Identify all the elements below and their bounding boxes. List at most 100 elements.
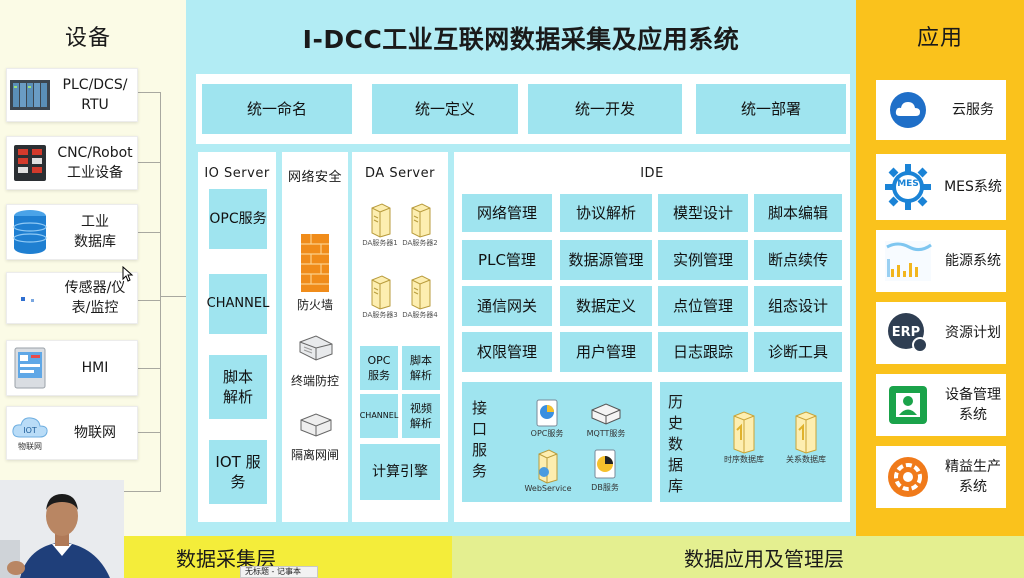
application-panel: 应用 云服务 MES MES系统: [856, 0, 1024, 536]
io-opc-service[interactable]: OPC服务: [209, 189, 267, 249]
unified-definition[interactable]: 统一定义: [372, 84, 518, 134]
device-card-hmi[interactable]: HMI: [6, 340, 138, 396]
unified-deployment[interactable]: 统一部署: [696, 84, 846, 134]
terminal-control-label: 终端防控: [290, 374, 339, 388]
da-compute-engine[interactable]: 计算引擎: [360, 444, 440, 500]
ide-data-definition[interactable]: 数据定义: [560, 286, 652, 326]
ide-point-mgmt[interactable]: 点位管理: [658, 286, 748, 326]
history-timeseries-db[interactable]: 时序数据库: [714, 410, 774, 465]
app-label: 资源计划: [945, 325, 1001, 341]
equipment-mgmt-icon: [876, 384, 940, 426]
ide-network-mgmt[interactable]: 网络管理: [462, 194, 552, 232]
ide-comm-gateway[interactable]: 通信网关: [462, 286, 552, 326]
application-layer-label: 数据应用及管理层: [684, 547, 844, 571]
history-relational-db[interactable]: 关系数据库: [776, 410, 836, 465]
notepad-taskbar-tab[interactable]: 无标题 - 记事本: [240, 566, 318, 578]
connector-line: [138, 368, 160, 369]
interface-services-box: 接 口 服 务 OPC服务 MQTT服务: [462, 382, 652, 502]
io-server-box: IO Server OPC服务 CHANNEL 脚本 解析 IOT 服 务: [198, 152, 276, 522]
webcam-overlay: [0, 480, 124, 578]
server-label: DA服务器4: [402, 311, 438, 319]
da-server-3[interactable]: DA服务器3: [360, 274, 400, 320]
da-server-4[interactable]: DA服务器4: [400, 274, 440, 320]
app-card-equipment[interactable]: 设备管理 系统: [876, 374, 1006, 436]
da-channel[interactable]: CHANNEL: [360, 394, 398, 438]
ide-log-tracking[interactable]: 日志跟踪: [658, 332, 748, 372]
mqtt-service-icon: [591, 403, 621, 425]
ide-title: IDE: [640, 166, 664, 181]
da-video-parse[interactable]: 视频 解析: [402, 394, 440, 438]
io-iot-service[interactable]: IOT 服 务: [209, 440, 267, 504]
ide-instance-mgmt[interactable]: 实例管理: [658, 240, 748, 280]
device-card-plc[interactable]: PLC/DCS/ RTU: [6, 68, 138, 122]
cloud-icon: [876, 90, 940, 130]
app-card-energy[interactable]: 能源系统: [876, 230, 1006, 292]
da-script-parse[interactable]: 脚本 解析: [402, 346, 440, 390]
firewall-label: 防火墙: [296, 298, 333, 312]
device-panel: 设备 PLC/DCS/ RTU CN: [0, 0, 200, 536]
erp-icon-text: ERP: [892, 325, 920, 340]
io-channel[interactable]: CHANNEL: [207, 274, 269, 334]
connector-line: [138, 92, 160, 93]
da-server-2[interactable]: DA服务器2: [400, 202, 440, 248]
svg-text:IOT: IOT: [23, 426, 37, 435]
energy-chart-icon: [876, 239, 940, 283]
interface-db-service[interactable]: DB服务: [580, 448, 630, 493]
unified-development[interactable]: 统一开发: [528, 84, 682, 134]
ide-box: IDE 网络管理 协议解析 模型设计 脚本编辑 PLC管理 数据源管理 实例管理…: [454, 152, 850, 522]
ide-scada-design[interactable]: 组态设计: [754, 286, 842, 326]
ide-datasource-mgmt[interactable]: 数据源管理: [560, 240, 652, 280]
mes-icon-text: MES: [897, 179, 919, 189]
device-label: CNC/Robot 工业设备: [57, 145, 133, 181]
network-security-box: 网络安全 防火墙 终端防控: [282, 152, 348, 522]
device-column-title: 设备: [64, 26, 111, 51]
application-column-title: 应用: [916, 26, 963, 51]
connector-line: [138, 432, 160, 433]
server-label: DA服务器3: [362, 311, 398, 319]
unified-naming[interactable]: 统一命名: [202, 84, 352, 134]
app-card-mes[interactable]: MES MES系统: [876, 154, 1006, 220]
interface-webservice[interactable]: WebService: [520, 448, 576, 493]
da-server-1[interactable]: DA服务器1: [360, 202, 400, 248]
connector-to-server: [160, 296, 200, 297]
relational-db-icon: [795, 411, 817, 454]
webservice-icon: [538, 449, 558, 484]
isolation-gateway-label: 隔离网闸: [290, 448, 339, 462]
server-icon: [411, 203, 431, 238]
ide-protocol-parse[interactable]: 协议解析: [560, 194, 652, 232]
history-item-label: 关系数据库: [786, 455, 826, 464]
device-card-cnc[interactable]: CNC/Robot 工业设备: [6, 136, 138, 190]
database-icon: [7, 208, 53, 256]
da-opc-service[interactable]: OPC 服务: [360, 346, 398, 390]
history-db-box: 历 史 数 据 库 时序数据库 关系数据库: [660, 382, 842, 502]
ide-user-mgmt[interactable]: 用户管理: [560, 332, 652, 372]
interface-item-label: OPC服务: [530, 429, 564, 438]
device-card-database[interactable]: 工业 数据库: [6, 204, 138, 260]
interface-item-label: DB服务: [591, 483, 619, 492]
ide-plc-mgmt[interactable]: PLC管理: [462, 240, 552, 280]
ide-permission-mgmt[interactable]: 权限管理: [462, 332, 552, 372]
connector-line: [138, 300, 160, 301]
app-card-erp[interactable]: ERP 资源计划: [876, 302, 1006, 364]
ide-resume-transfer[interactable]: 断点续传: [754, 240, 842, 280]
io-script-parse[interactable]: 脚本 解析: [209, 355, 267, 419]
device-card-iot[interactable]: IOT 物联网 物联网: [6, 406, 138, 460]
hmi-panel-icon: [7, 346, 53, 390]
firewall-icon: [299, 232, 331, 298]
timeseries-db-icon: [733, 411, 755, 454]
history-item-label: 时序数据库: [724, 455, 764, 464]
ide-model-design[interactable]: 模型设计: [658, 194, 748, 232]
app-label: 设备管理 系统: [945, 387, 1001, 423]
device-card-sensor[interactable]: 传感器/仪 表/监控: [6, 272, 138, 324]
app-card-cloud[interactable]: 云服务: [876, 80, 1006, 140]
da-server-title: DA Server: [365, 166, 435, 181]
connector-line: [138, 162, 160, 163]
device-label: PLC/DCS/ RTU: [62, 77, 128, 113]
app-label: 精益生产 系统: [945, 459, 1001, 495]
ide-script-edit[interactable]: 脚本编辑: [754, 194, 842, 232]
ide-diagnostic-tools[interactable]: 诊断工具: [754, 332, 842, 372]
app-card-lean[interactable]: 精益生产 系统: [876, 446, 1006, 508]
interface-mqtt-service[interactable]: MQTT服务: [578, 400, 634, 439]
app-label: MES系统: [944, 179, 1002, 195]
interface-opc-service[interactable]: OPC服务: [522, 398, 572, 439]
